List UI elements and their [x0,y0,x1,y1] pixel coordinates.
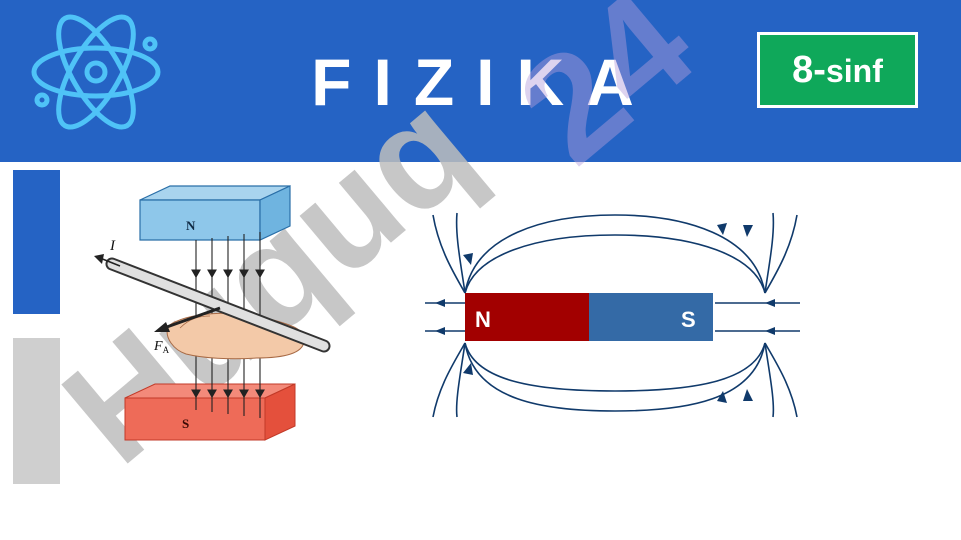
south-pole-half [589,293,713,341]
force-arrow [154,306,221,332]
header-bar: FIZIKA 8-sinf [0,0,961,162]
right-north-label: N [475,307,491,332]
grade-badge: 8-sinf [757,32,918,108]
accent-bar-blue [13,170,60,314]
left-north-label: N [186,218,196,233]
accent-bar-gray [13,338,60,484]
current-arrow [94,254,121,267]
current-label: I [109,238,116,254]
magnet-field-lines [425,212,800,418]
conductor-rod [105,257,331,353]
right-south-label: S [681,307,696,332]
bar-magnet-field-figure: N S [425,212,800,418]
page-title: FIZIKA [311,45,656,119]
force-label-main: F [153,339,163,354]
grade-number: 8- [792,49,826,91]
left-south-label: S [182,416,189,431]
south-magnet-block [124,383,296,441]
grade-word: sinf [825,53,883,89]
force-label-subscript: A [163,345,170,355]
force-label: FA [153,339,170,355]
left-hand-rule-figure: N S I FA [94,185,331,441]
north-pole-half [465,293,589,341]
north-magnet-block [139,185,291,241]
field-arrowheads [435,223,775,403]
atom-icon [31,14,161,130]
